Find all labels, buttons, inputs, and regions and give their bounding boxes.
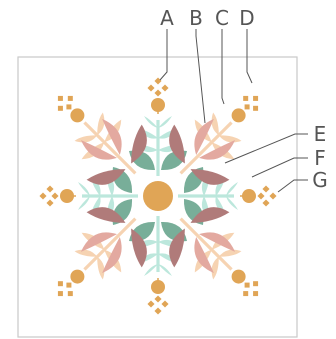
axial-sprig-top [129,77,187,176]
leader-f [252,158,308,177]
diagonal-sprig-top-right [153,68,286,201]
center-dot [143,181,173,211]
label-e: E [314,122,327,146]
label-f: F [314,146,326,170]
label-b: B [189,6,203,30]
axial-sprig-right [178,167,277,225]
label-c: C [215,6,229,30]
label-d: D [239,6,254,30]
axial-sprig-bottom [129,216,187,315]
diagonal-sprig-bottom-left [30,191,163,324]
leader-b [196,29,205,123]
leader-a [160,29,167,80]
diagonal-sprig-bottom-right [153,191,286,324]
leader-c [222,29,224,104]
leader-e [225,134,308,163]
leader-d [247,29,252,83]
leader-g [278,180,308,192]
label-a: A [160,6,174,30]
motif [30,68,285,323]
label-g: G [312,168,328,192]
diagonal-sprig-top-left [30,68,163,201]
axial-sprig-left [39,167,138,225]
